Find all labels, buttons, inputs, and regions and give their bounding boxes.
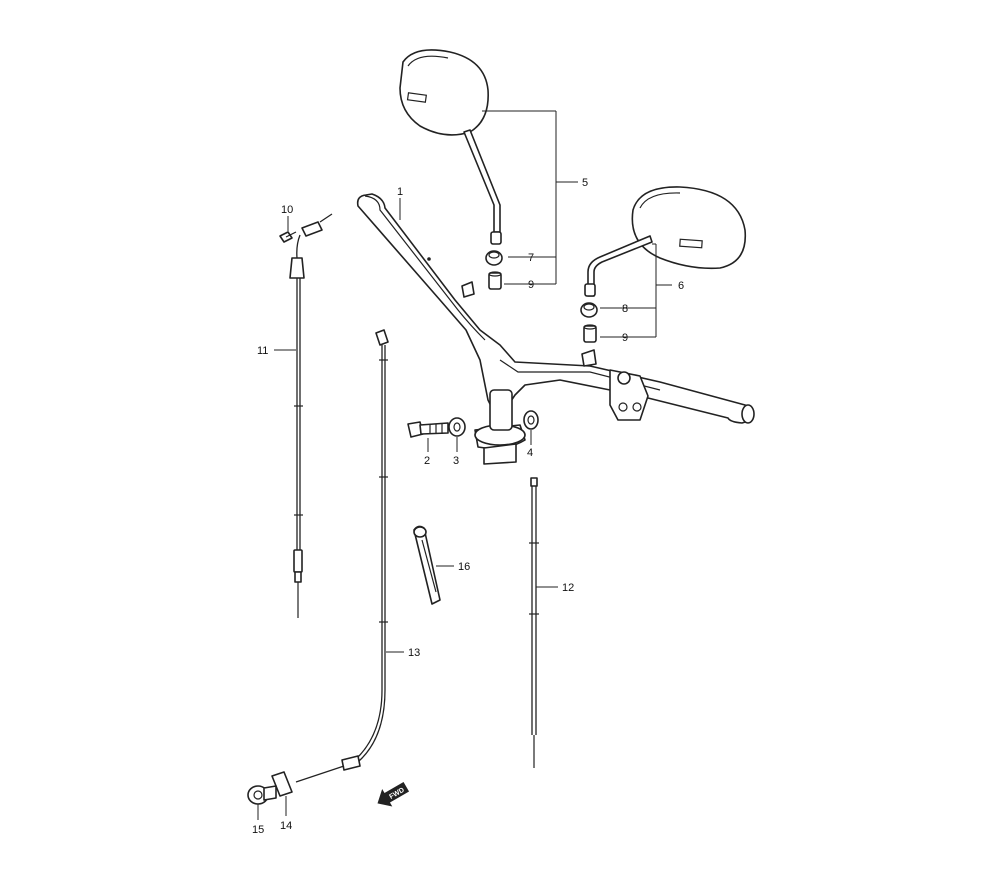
callout-2: 2 <box>424 455 430 467</box>
callout-15: 15 <box>252 824 264 836</box>
callout-10: 10 <box>281 204 293 216</box>
washer-3 <box>448 417 466 437</box>
callout-7: 7 <box>528 252 534 264</box>
mirror-left <box>399 49 502 245</box>
fwd-arrow-icon: FWD <box>377 781 410 807</box>
callout-12: 12 <box>562 582 574 594</box>
clip-14 <box>271 771 293 797</box>
throttle-cable-11 <box>289 213 333 618</box>
callout-5: 5 <box>582 177 588 189</box>
callout-3: 3 <box>453 455 459 467</box>
callout-9-right: 9 <box>622 332 628 344</box>
callout-13: 13 <box>408 647 420 659</box>
callout-8: 8 <box>622 303 628 315</box>
cable-band-16 <box>413 525 441 605</box>
cap-nut-4 <box>523 410 539 430</box>
fwd-label: FWD <box>388 787 405 801</box>
mirror-nut-7 <box>485 250 503 266</box>
callout-4: 4 <box>527 447 533 459</box>
cable-13 <box>295 329 389 783</box>
cable-12 <box>529 477 539 768</box>
spacer-9-right <box>583 324 597 343</box>
bolt-2 <box>407 421 449 438</box>
mirror-right <box>584 186 747 297</box>
handlebar <box>356 193 755 465</box>
mirror-nut-8 <box>580 302 598 318</box>
bolt-15 <box>247 785 277 805</box>
callout-14: 14 <box>280 820 292 832</box>
callouts: 1 2 3 4 5 6 7 8 9 9 10 11 12 13 14 15 16 <box>252 177 684 836</box>
callout-1: 1 <box>397 186 403 198</box>
spacer-9-left <box>488 271 502 290</box>
callout-16: 16 <box>458 561 470 573</box>
callout-9-left: 9 <box>528 279 534 291</box>
leader-lines <box>257 110 672 820</box>
callout-6: 6 <box>678 280 684 292</box>
callout-11: 11 <box>257 345 268 357</box>
screw-10 <box>279 231 297 243</box>
